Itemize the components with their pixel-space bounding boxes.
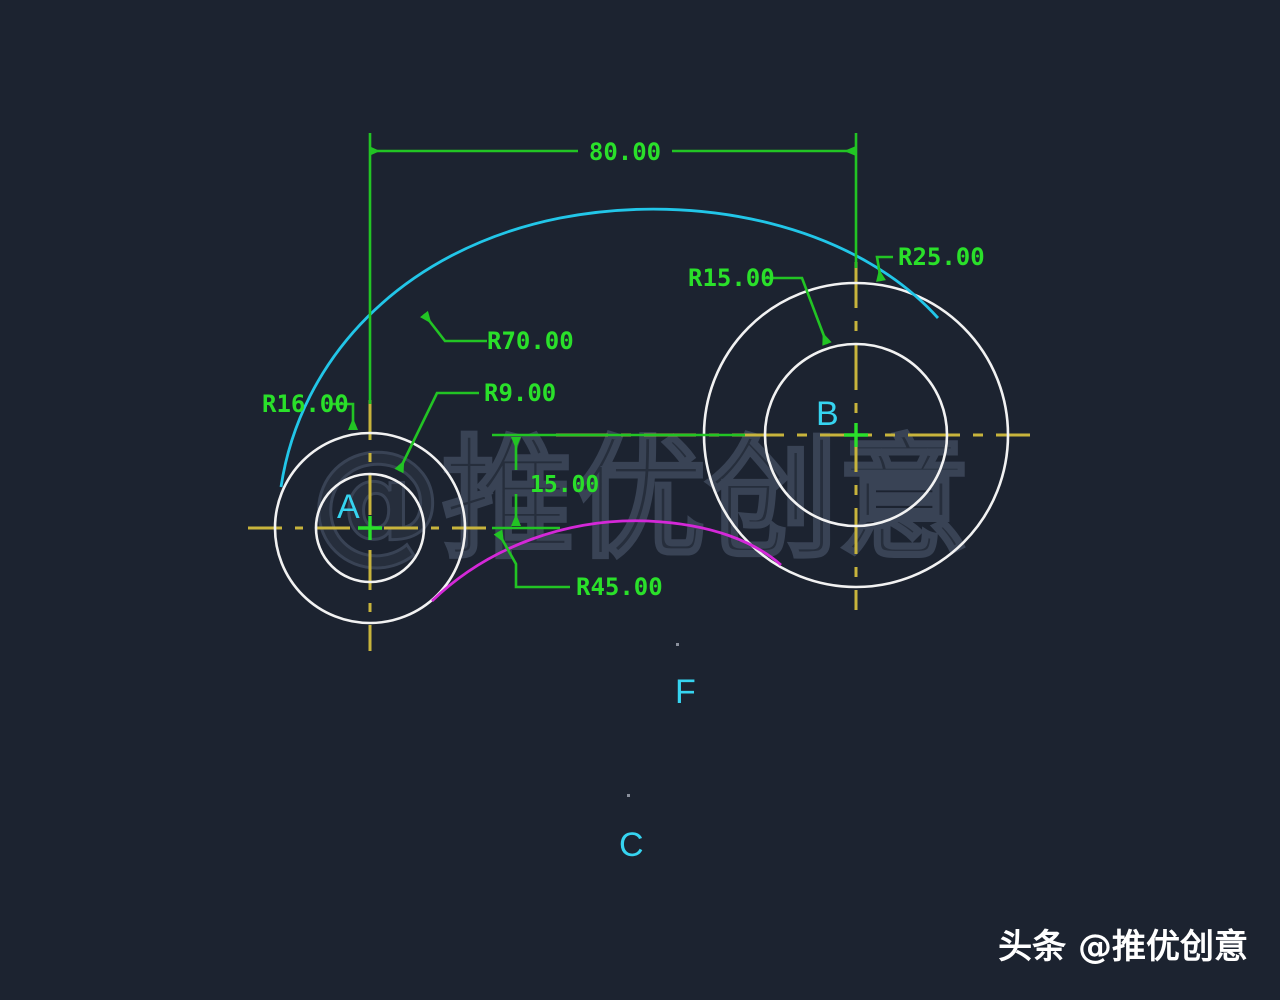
- point-labels-group: A B F C: [337, 395, 839, 864]
- leader-r15: [763, 276, 832, 346]
- leader-r45: [493, 529, 570, 589]
- arc-r70-path: [279, 207, 940, 488]
- point-label-a: A: [337, 488, 360, 526]
- dimension-labels-group: 80.00 15.00 R70.00 R16.00 R9.00 R15.00 R…: [262, 138, 985, 601]
- dimensions-group: [332, 133, 893, 589]
- center-markers-group: [358, 423, 868, 540]
- point-dot-f: [676, 643, 679, 646]
- brand-watermark-text: 头条 @推优创意: [998, 927, 1248, 967]
- callout-label-r9: R9.00: [484, 379, 556, 407]
- geometry-circles-group: [273, 281, 1010, 625]
- leader-r9: [394, 391, 479, 474]
- point-label-c: C: [619, 826, 644, 864]
- callout-label-r25: R25.00: [898, 243, 985, 271]
- point-label-b: B: [816, 395, 839, 433]
- center-watermark-text: @推优创意: [310, 423, 970, 577]
- point-label-f: F: [675, 673, 696, 711]
- leader-r16: [332, 402, 358, 430]
- watermark-group: @推优创意: [309, 422, 972, 579]
- dimension-label-15: 15.00: [530, 472, 599, 498]
- branding-group: 头条 @推优创意: [998, 927, 1248, 967]
- callout-label-r15: R15.00: [688, 264, 775, 292]
- arc-r45-path: [431, 519, 782, 603]
- leader-r25: [875, 255, 893, 282]
- arc-r45-group: [431, 519, 782, 603]
- point-dot-c: [627, 794, 630, 797]
- callout-label-r45: R45.00: [576, 573, 663, 601]
- arc-r70-group: [279, 207, 940, 488]
- dimension-label-80: 80.00: [589, 138, 661, 166]
- circle-a-outer-r16: [273, 431, 467, 625]
- circle-b-inner-r15: [763, 342, 949, 528]
- callout-label-r16: R16.00: [262, 390, 349, 418]
- point-dots-group: [627, 643, 679, 797]
- callout-label-r70: R70.00: [487, 327, 574, 355]
- circle-a-inner-r9: [314, 472, 426, 584]
- leader-r70: [420, 310, 487, 343]
